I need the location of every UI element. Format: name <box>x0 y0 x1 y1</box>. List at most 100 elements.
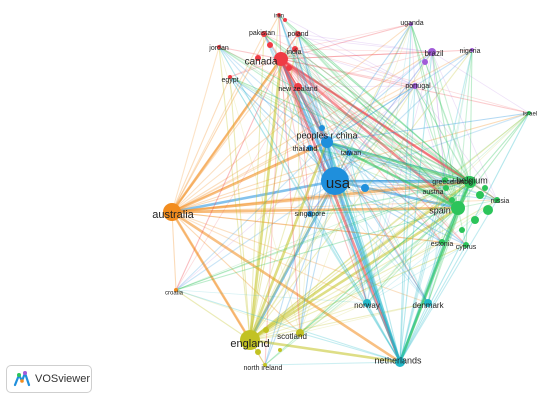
node-jordan[interactable] <box>217 45 221 49</box>
link-belgium-scotland <box>299 181 471 334</box>
link-peoples-r-china-uganda <box>326 23 412 143</box>
link-netherlands-austria <box>399 187 447 363</box>
vosviewer-logo-icon <box>13 371 31 387</box>
link-netherlands-russia <box>399 199 498 363</box>
link-peoples-r-china-israel <box>326 112 530 143</box>
link-france-jordan <box>218 46 469 181</box>
link-canada-taiwan <box>280 58 350 154</box>
link-spain-brazil <box>431 51 459 209</box>
node-new-zealand[interactable] <box>294 83 302 91</box>
link-england-canada <box>248 57 283 342</box>
link-canada-brazil <box>280 51 433 60</box>
link-peoples-r-china-croatia <box>175 141 328 291</box>
node-israel[interactable] <box>527 111 531 115</box>
link-peoples-r-china-scotland <box>299 141 328 334</box>
node-netherlands[interactable] <box>395 357 405 367</box>
vosviewer-logo-badge[interactable]: VOSviewer <box>6 365 92 393</box>
link-netherlands-cyprus <box>399 244 467 363</box>
link-usa-north-ireland <box>264 180 336 366</box>
link-england-spain <box>248 206 460 342</box>
link-spain-singapore <box>309 207 459 215</box>
link-netherlands-estonia <box>399 241 443 363</box>
node-taiwan[interactable] <box>346 150 352 156</box>
link-norway-uganda <box>366 23 412 304</box>
link-australia-netherlands <box>170 210 402 364</box>
link-france-egypt <box>229 76 469 181</box>
link-england-croatia <box>175 289 251 341</box>
node-dot-3 <box>459 227 465 233</box>
node-brazil[interactable] <box>428 48 436 56</box>
link-netherlands-portugal <box>399 85 416 363</box>
node-norway[interactable] <box>363 299 371 307</box>
link-belgium-thailand <box>309 147 471 183</box>
link-belgium-india <box>294 48 471 183</box>
link-denmark-iran <box>278 14 429 304</box>
link-greece-croatia <box>175 179 446 291</box>
label-norway: norway <box>354 301 380 310</box>
node-nigeria[interactable] <box>470 48 474 52</box>
link-canada-france <box>280 58 469 181</box>
node-cyprus[interactable] <box>463 242 469 248</box>
link-canada-nigeria <box>280 49 473 60</box>
link-spain-nigeria <box>457 49 473 209</box>
node-pakistan[interactable] <box>261 31 267 37</box>
node-poland[interactable] <box>295 31 301 37</box>
node-england[interactable] <box>240 330 260 350</box>
node-australia[interactable] <box>163 203 181 221</box>
link-australia-england <box>170 210 252 342</box>
node-thailand[interactable] <box>307 145 313 151</box>
label-denmark: denmark <box>412 301 444 310</box>
node-india[interactable] <box>292 46 298 52</box>
node-scotland[interactable] <box>296 329 304 337</box>
link-australia-israel <box>171 112 530 213</box>
link-spain-croatia <box>175 207 459 291</box>
link-norway-iran <box>278 14 368 304</box>
node-russia[interactable] <box>494 197 500 203</box>
label-jordan: jordan <box>208 45 229 52</box>
node-north-ireland[interactable] <box>263 363 267 367</box>
link-netherlands-north-ireland <box>264 361 401 366</box>
link-australia-cyprus <box>171 211 467 246</box>
label-pakistan: pakistan <box>249 30 275 37</box>
node-canada[interactable] <box>274 52 288 66</box>
node-denmark[interactable] <box>424 299 432 307</box>
node-dot-0 <box>476 191 484 199</box>
node-croatia[interactable] <box>174 288 178 292</box>
link-france-cyprus <box>465 179 469 246</box>
link-netherlands-scotland <box>299 332 401 363</box>
link-netherlands-india <box>294 48 401 363</box>
node-france[interactable] <box>464 176 472 184</box>
link-australia-india <box>171 48 296 213</box>
node-usa[interactable] <box>321 167 349 195</box>
link-brazil-israel <box>431 51 530 114</box>
node-spain[interactable] <box>451 201 465 215</box>
link-new-zealand-croatia <box>175 86 299 291</box>
node-peoples-r-china[interactable] <box>321 136 333 148</box>
label-nigeria: nigeria <box>459 48 480 55</box>
node-iran[interactable] <box>277 13 281 17</box>
link-peoples-r-china-france <box>326 141 469 181</box>
node-portugal[interactable] <box>412 83 418 89</box>
node-dot-13 <box>255 349 261 355</box>
node-austria[interactable] <box>443 185 449 191</box>
link-england-new-zealand <box>249 86 299 341</box>
link-england-netherlands <box>248 338 402 364</box>
link-peoples-r-china-portugal <box>326 85 416 143</box>
link-portugal-uganda <box>410 23 416 87</box>
link-scotland-uganda <box>299 23 412 334</box>
link-belgium-denmark <box>427 181 471 304</box>
node-singapore[interactable] <box>307 211 313 217</box>
node-greece[interactable] <box>442 177 448 183</box>
link-austria-thailand <box>309 147 447 189</box>
link-canada-israel <box>280 58 530 114</box>
link-australia-jordan <box>171 46 220 213</box>
label-estonia: estonia <box>431 241 454 248</box>
node-estonia[interactable] <box>439 239 445 245</box>
link-belgium-taiwan <box>348 152 471 183</box>
link-australia-uganda <box>171 23 412 213</box>
link-usa-denmark <box>334 180 429 304</box>
node-uganda[interactable] <box>409 22 413 26</box>
link-england-greece <box>249 179 446 341</box>
node-egypt[interactable] <box>228 75 232 79</box>
